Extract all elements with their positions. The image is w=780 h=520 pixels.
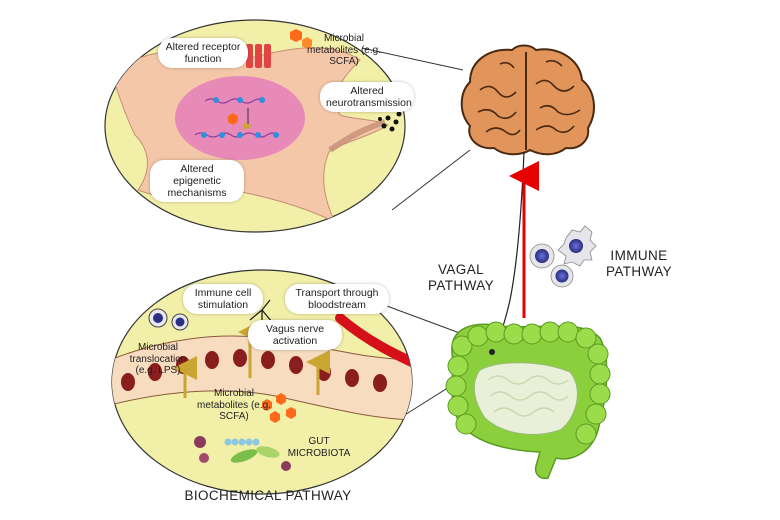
label-altered-neurotransmission: Altered neurotransmission <box>320 82 414 113</box>
receptor-icon <box>246 44 271 68</box>
nucleus <box>175 76 305 160</box>
axon <box>328 119 386 153</box>
gut-microbes <box>194 436 291 471</box>
label-immune-cell-stimulation: Immune cell stimulation <box>183 284 263 315</box>
metabolite-hexagon <box>228 113 238 125</box>
label-vagal-pathway: VAGAL PATHWAY <box>427 262 495 293</box>
label-transport-bloodstream: Transport through bloodstream <box>285 284 389 315</box>
metabolite-hexagon-top <box>290 29 302 42</box>
vagus-nerve <box>497 151 525 343</box>
neurotransmitter-dots <box>378 111 402 132</box>
label-gut-microbiota: GUT MICROBIOTA <box>287 436 351 459</box>
label-vagus-activation: Vagus nerve activation <box>248 320 342 351</box>
label-altered-epigenetic: Altered epigenetic mechanisms <box>150 160 244 203</box>
label-biochemical-pathway: BIOCHEMICAL PATHWAY <box>184 488 352 503</box>
immune-cells-icon <box>529 225 597 288</box>
label-microbial-metabolites-top: Microbial metabolites (e.g. SCFA) <box>307 33 381 67</box>
colon-zoom-point <box>489 349 495 355</box>
label-immune-pathway: IMMUNE PATHWAY <box>605 248 673 279</box>
label-altered-receptor: Altered receptor function <box>158 38 248 69</box>
scfa-hexagons <box>262 393 296 423</box>
colon-icon <box>445 321 611 480</box>
vagus-nerve-branch <box>249 299 273 328</box>
blood-vessel <box>335 313 412 367</box>
zoom-lines-top <box>361 47 471 211</box>
label-microbial-translocation: Microbial translocation (e.g. LPS) <box>129 342 187 376</box>
epithelial-nuclei <box>121 349 387 392</box>
metabolite-hexagon-top-2 <box>302 37 312 49</box>
label-microbial-metabolites-bottom: Microbial metabolites (e.g. SCFA) <box>197 388 271 422</box>
histone-stars <box>201 97 279 138</box>
lps-immune-cells <box>148 308 189 331</box>
brain-icon <box>460 44 595 156</box>
